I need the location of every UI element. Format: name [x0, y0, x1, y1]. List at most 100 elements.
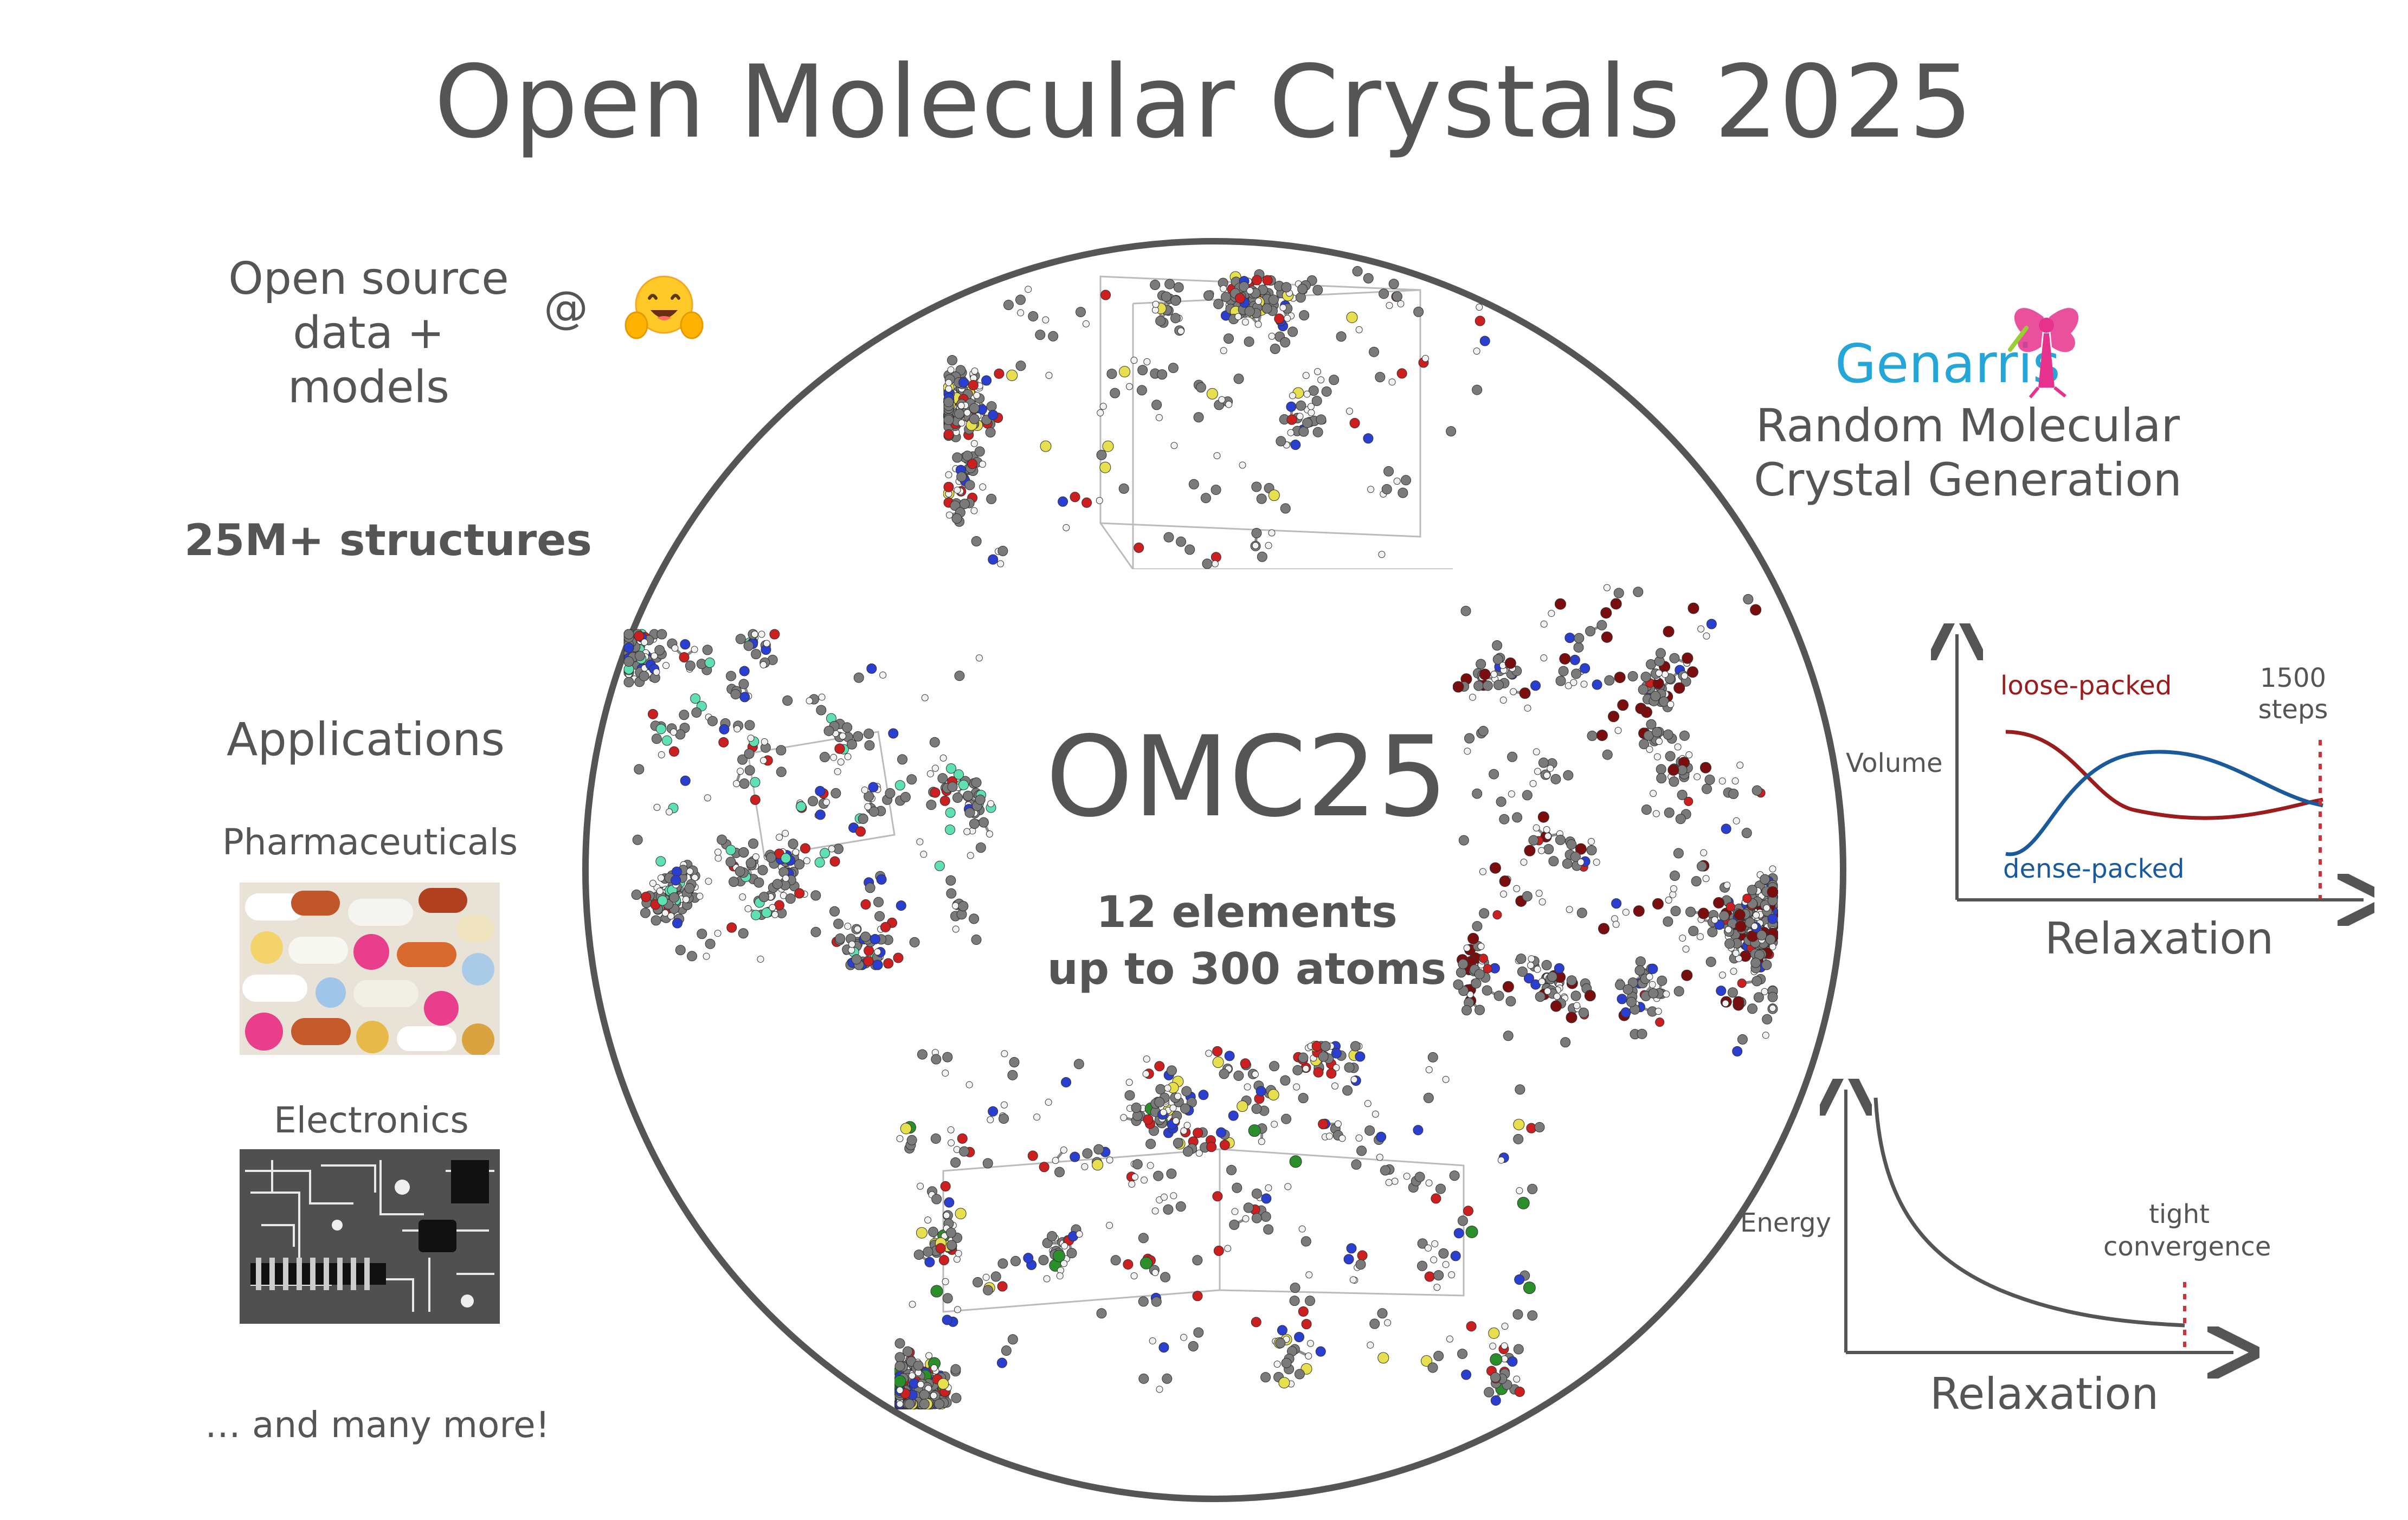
atom	[1762, 1032, 1769, 1039]
atom	[1237, 1100, 1248, 1112]
atom	[1304, 1296, 1315, 1306]
atom	[1655, 669, 1663, 677]
atom	[758, 892, 769, 903]
atom	[1052, 1157, 1059, 1164]
atom	[1534, 1122, 1545, 1132]
atom	[1296, 413, 1304, 420]
atom	[930, 1364, 938, 1371]
more-applications: … and many more!	[205, 1404, 550, 1446]
atom	[1308, 385, 1319, 396]
atom	[757, 955, 764, 963]
atom	[1061, 1242, 1068, 1250]
atom	[971, 935, 982, 945]
hugging-face-icon[interactable]	[623, 271, 705, 347]
atom	[945, 379, 952, 387]
atom	[1063, 524, 1070, 531]
atom	[1298, 1093, 1309, 1104]
atom	[946, 888, 957, 899]
atom	[1239, 461, 1246, 469]
atom	[1596, 620, 1607, 630]
atom	[1513, 1344, 1524, 1355]
atom	[1193, 412, 1204, 423]
atom	[1682, 945, 1690, 953]
atom	[925, 1352, 933, 1360]
atom	[951, 1393, 962, 1403]
atom	[1656, 764, 1666, 775]
atom	[1727, 987, 1738, 998]
atom	[1665, 896, 1672, 904]
atom	[1474, 969, 1485, 980]
atom	[888, 728, 899, 739]
fairy-logo-icon	[2008, 308, 2079, 398]
atom	[1296, 400, 1306, 411]
atom	[945, 1227, 956, 1238]
atom	[1448, 1271, 1456, 1279]
atom	[934, 860, 945, 871]
atom	[930, 787, 941, 798]
atom	[1251, 1188, 1262, 1199]
atom	[1464, 733, 1475, 744]
atom	[1673, 682, 1685, 694]
volume-xlabel: Relaxation	[2045, 913, 2274, 964]
atom	[1364, 1100, 1372, 1107]
atom	[1490, 1372, 1501, 1383]
atom	[1234, 313, 1242, 320]
atom	[1294, 1331, 1305, 1342]
atom	[1163, 532, 1174, 543]
atom	[969, 913, 980, 924]
atom	[1363, 433, 1374, 444]
atom	[1221, 292, 1232, 302]
atom	[1287, 326, 1298, 337]
atom	[1392, 291, 1402, 302]
atom	[1054, 1167, 1065, 1177]
atom	[1762, 1014, 1773, 1025]
atom	[1489, 1342, 1497, 1350]
atom	[1719, 911, 1730, 922]
open-source-text: Open source data + models	[206, 252, 531, 415]
page-title: Open Molecular Crystals 2025	[434, 43, 1974, 160]
atom	[1461, 1369, 1472, 1380]
atom	[987, 1116, 994, 1124]
atom	[988, 554, 999, 565]
atom	[1205, 1049, 1213, 1057]
atom	[971, 536, 982, 546]
atom	[894, 780, 905, 791]
atom	[1488, 1327, 1500, 1339]
atom	[916, 838, 924, 846]
atom	[921, 694, 929, 701]
atom	[769, 629, 780, 640]
atom	[1477, 943, 1485, 950]
atom	[1166, 1065, 1177, 1076]
atom	[1212, 1046, 1223, 1057]
atom	[928, 1226, 938, 1237]
atom	[1318, 1051, 1329, 1062]
atom	[1193, 1128, 1203, 1138]
atom	[900, 1123, 912, 1135]
atom	[945, 807, 956, 818]
atom	[1592, 679, 1602, 690]
atom	[1507, 751, 1518, 762]
atom	[1130, 357, 1138, 364]
atom	[1267, 1089, 1279, 1101]
atom	[975, 794, 986, 805]
atom	[1331, 1048, 1342, 1059]
atom	[725, 671, 736, 681]
atom	[1681, 672, 1688, 680]
atom	[687, 951, 698, 962]
atom	[947, 782, 958, 793]
atom	[1473, 347, 1480, 355]
atom	[947, 355, 958, 366]
atom	[913, 1360, 924, 1371]
atom	[1294, 1369, 1305, 1380]
atom	[1575, 843, 1587, 855]
atom	[803, 857, 810, 865]
atom	[1461, 1005, 1472, 1016]
atom	[1308, 409, 1315, 416]
atom	[751, 649, 762, 660]
atom	[1731, 777, 1739, 785]
atom	[1193, 1327, 1204, 1338]
atom	[1524, 845, 1536, 856]
atom	[1142, 1070, 1150, 1078]
atom	[1613, 588, 1624, 598]
atom	[1010, 1255, 1021, 1266]
